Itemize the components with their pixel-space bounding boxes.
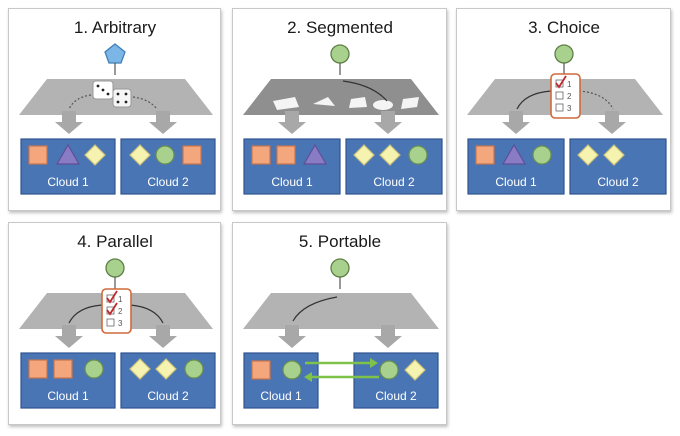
circle-workload-icon xyxy=(330,258,350,278)
panel-arbitrary: 1. Arbitrary Cloud 1 Cloud 2 xyxy=(8,8,221,211)
arrow-to-cloud-1 xyxy=(516,90,552,110)
option-label: 2 xyxy=(567,92,572,101)
square-icon xyxy=(53,359,73,379)
arbitrary-diagram: 1. Arbitrary Cloud 1 Cloud 2 xyxy=(19,18,216,195)
arrow-to-cloud-1 xyxy=(292,296,338,322)
platform-plane xyxy=(243,79,439,115)
option-checklist: 1 2 3 xyxy=(550,73,581,119)
square-icon xyxy=(251,360,271,380)
option-label: 1 xyxy=(118,295,123,304)
square-icon xyxy=(251,145,271,165)
cloud-2-label: Cloud 2 xyxy=(373,175,415,189)
cloud-1-label: Cloud 1 xyxy=(271,175,313,189)
triangle-icon xyxy=(302,143,328,165)
triangle-icon xyxy=(55,143,81,165)
cloud-1-label: Cloud 1 xyxy=(47,389,89,403)
panel-title: 1. Arbitrary xyxy=(74,18,157,37)
down-arrow-cloud-1 xyxy=(278,111,306,134)
circle-workload-icon xyxy=(330,44,350,64)
panel-portable: 5. Portable Cloud 1 Cloud 2 xyxy=(232,222,447,425)
option-label: 3 xyxy=(567,104,572,113)
checkmark-icon xyxy=(555,75,567,89)
down-arrow-cloud-2 xyxy=(374,325,402,348)
circle-icon xyxy=(532,145,552,165)
circle-icon xyxy=(379,360,399,380)
curved-arrow xyxy=(342,80,388,102)
panel-segmented: 2. Segmented Cloud 1 Cloud 2 xyxy=(232,8,447,211)
dotted-arrow-left xyxy=(68,94,92,110)
panel-title: 3. Choice xyxy=(528,18,600,37)
square-icon xyxy=(28,359,48,379)
segmented-diagram: 2. Segmented Cloud 1 Cloud 2 xyxy=(243,18,443,195)
panel-title: 2. Segmented xyxy=(287,18,393,37)
diamond-icon xyxy=(129,358,151,380)
triangle-icon xyxy=(501,143,527,165)
down-arrow-cloud-1 xyxy=(55,111,83,134)
circle-icon xyxy=(184,359,204,379)
checkmark-icon xyxy=(106,302,118,316)
option-label: 1 xyxy=(567,80,572,89)
diamond-icon xyxy=(353,144,375,166)
migration-arrows xyxy=(304,358,379,382)
cloud-2-label: Cloud 2 xyxy=(147,175,189,189)
diamond-icon xyxy=(129,144,151,166)
option-label: 3 xyxy=(118,319,123,328)
down-arrow-cloud-2 xyxy=(149,325,177,348)
square-icon xyxy=(182,145,202,165)
diamond-icon xyxy=(603,144,625,166)
platform-plane xyxy=(243,293,439,329)
down-arrow-cloud-1 xyxy=(278,325,306,348)
parallel-diagram: 4. Parallel 1 2 3 Cloud 1 Cloud 2 xyxy=(19,232,216,409)
diamond-icon xyxy=(577,144,599,166)
dice-icon xyxy=(92,80,132,108)
cloud-2-label: Cloud 2 xyxy=(597,175,639,189)
panel-title: 5. Portable xyxy=(299,232,381,251)
dotted-arrow-to-cloud-2 xyxy=(578,90,614,110)
circle-workload-icon xyxy=(554,44,574,64)
arrow-to-cloud-2 xyxy=(129,304,164,324)
diamond-icon xyxy=(379,144,401,166)
option-label: 2 xyxy=(118,307,123,316)
panel-parallel: 4. Parallel 1 2 3 Cloud 1 Cloud 2 xyxy=(8,222,221,425)
down-arrow-cloud-2 xyxy=(149,111,177,134)
cloud-1-label: Cloud 1 xyxy=(260,389,302,403)
cloud-1-label: Cloud 1 xyxy=(47,175,89,189)
square-icon xyxy=(475,145,495,165)
cloud-1-label: Cloud 1 xyxy=(495,175,537,189)
square-icon xyxy=(28,145,48,165)
down-arrow-cloud-2 xyxy=(374,111,402,134)
panel-choice: 3. Choice 1 2 3 Cloud 1 Cloud 2 xyxy=(456,8,671,211)
checkmark-icon xyxy=(106,290,118,304)
circle-icon xyxy=(282,360,302,380)
panel-title: 4. Parallel xyxy=(77,232,153,251)
arrow-to-cloud-1 xyxy=(68,304,103,324)
down-arrow-cloud-2 xyxy=(598,111,626,134)
choice-diagram: 3. Choice 1 2 3 Cloud 1 Cloud 2 xyxy=(467,18,667,195)
diamond-icon xyxy=(404,359,426,381)
circle-icon xyxy=(84,359,104,379)
square-icon xyxy=(276,145,296,165)
option-checklist: 1 2 3 xyxy=(101,288,132,334)
diamond-icon xyxy=(155,358,177,380)
cloud-2-label: Cloud 2 xyxy=(375,389,417,403)
down-arrow-cloud-1 xyxy=(55,325,83,348)
portable-diagram: 5. Portable Cloud 1 Cloud 2 xyxy=(243,232,439,409)
cloud-2-box xyxy=(353,352,439,409)
dotted-arrow-right xyxy=(132,96,158,110)
pentagon-workload-icon xyxy=(104,43,126,64)
down-arrow-cloud-1 xyxy=(502,111,530,134)
cloud-2-label: Cloud 2 xyxy=(147,389,189,403)
circle-icon xyxy=(155,145,175,165)
circle-workload-icon xyxy=(105,258,125,278)
circle-icon xyxy=(408,145,428,165)
segment-cutouts xyxy=(273,97,419,110)
diamond-icon xyxy=(84,144,106,166)
